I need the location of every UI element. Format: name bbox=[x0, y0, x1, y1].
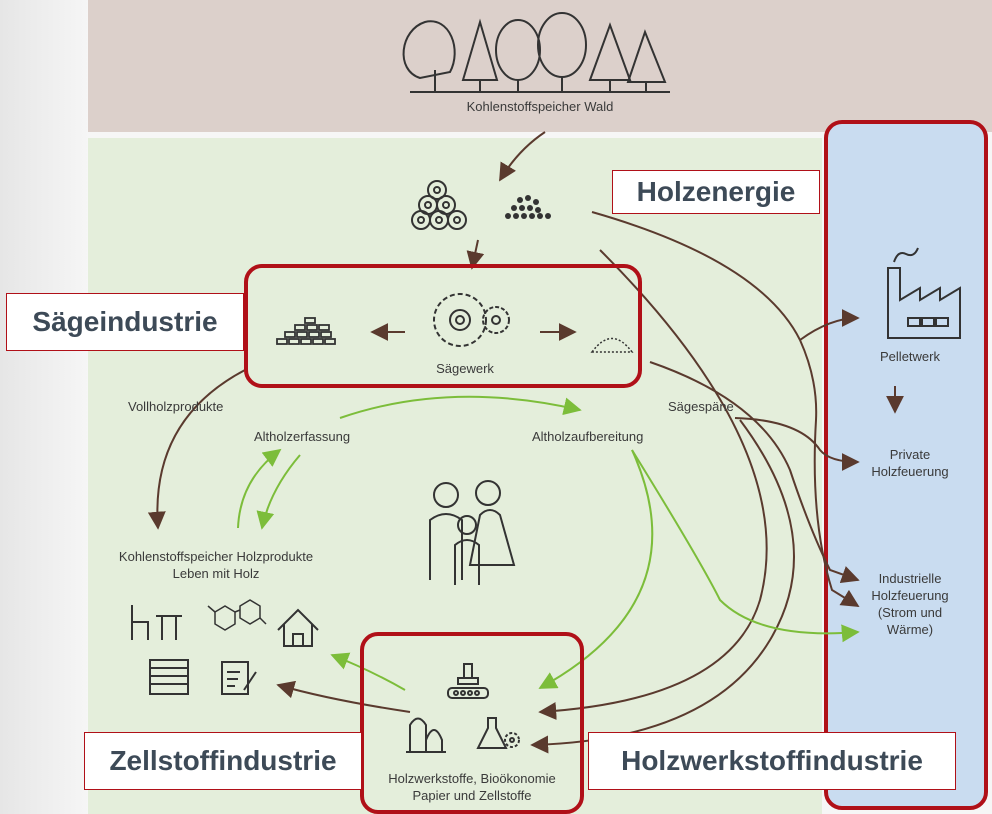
waste-wood-collection-label: Altholzerfassung bbox=[254, 429, 351, 444]
sawmill-industry-tag: Sägeindustrie bbox=[6, 293, 244, 351]
tree-icon bbox=[402, 12, 670, 93]
private-heating-line1: Private bbox=[889, 447, 931, 462]
industry-highlight-box bbox=[360, 632, 584, 814]
lumber-stack-icon bbox=[276, 317, 336, 345]
press-machine-icon bbox=[447, 663, 489, 699]
wood-products-label: Kohlenstoffspeicher Holzprodukte Leben m… bbox=[96, 548, 336, 582]
house-icon bbox=[277, 608, 319, 647]
private-heating-label: Private Holzfeuerung bbox=[848, 446, 972, 480]
sawmill-highlight-box bbox=[244, 264, 642, 388]
private-heating-line2: Holzfeuerung bbox=[871, 464, 949, 479]
pellet-plant-label: Pelletwerk bbox=[880, 349, 940, 364]
industrial-line2: Holzfeuerung bbox=[871, 588, 949, 603]
forest-label: Kohlenstoffspeicher Wald bbox=[466, 99, 614, 114]
wood-products-line2: Leben mit Holz bbox=[172, 566, 260, 581]
materials-line2: Papier und Zellstoffe bbox=[412, 788, 532, 803]
sawdust-pile-icon bbox=[590, 337, 634, 353]
molecule-icon bbox=[207, 599, 267, 631]
chair-table-icon bbox=[131, 605, 182, 640]
document-icon bbox=[221, 661, 257, 695]
log-pile-icon bbox=[411, 180, 467, 230]
family-icon bbox=[429, 480, 516, 585]
energy-tag: Holzenergie bbox=[612, 170, 820, 214]
saw-blade-icon bbox=[433, 293, 510, 347]
waste-wood-processing-label: Altholzaufbereitung bbox=[532, 429, 644, 444]
industrial-line4: Wärme) bbox=[886, 622, 934, 637]
industrial-line3: (Strom und bbox=[877, 605, 943, 620]
sawmill-label: Sägewerk bbox=[436, 361, 494, 376]
wood-products-line1: Kohlenstoffspeicher Holzprodukte bbox=[118, 549, 314, 564]
solid-wood-label: Vollholzprodukte bbox=[128, 399, 224, 414]
pallet-icon bbox=[149, 659, 189, 695]
materials-line1: Holzwerkstoffe, Bioökonomie bbox=[388, 771, 556, 786]
forest-band bbox=[88, 0, 992, 132]
industrial-heating-label: Industrielle Holzfeuerung (Strom und Wär… bbox=[848, 570, 972, 638]
paper-roll-icon bbox=[406, 717, 446, 753]
factory-icon bbox=[887, 247, 961, 339]
wood-chips-icon bbox=[505, 195, 551, 219]
industrial-line1: Industrielle bbox=[878, 571, 942, 586]
wood-use-zone bbox=[88, 138, 822, 814]
pulp-industry-tag: Zellstoffindustrie bbox=[84, 732, 362, 790]
materials-label: Holzwerkstoffe, Bioökonomie Papier und Z… bbox=[362, 770, 582, 804]
sawdust-label: Sägespäne bbox=[668, 399, 734, 414]
flask-gear-icon bbox=[476, 717, 520, 749]
wood-materials-industry-tag: Holzwerkstoffindustrie bbox=[588, 732, 956, 790]
